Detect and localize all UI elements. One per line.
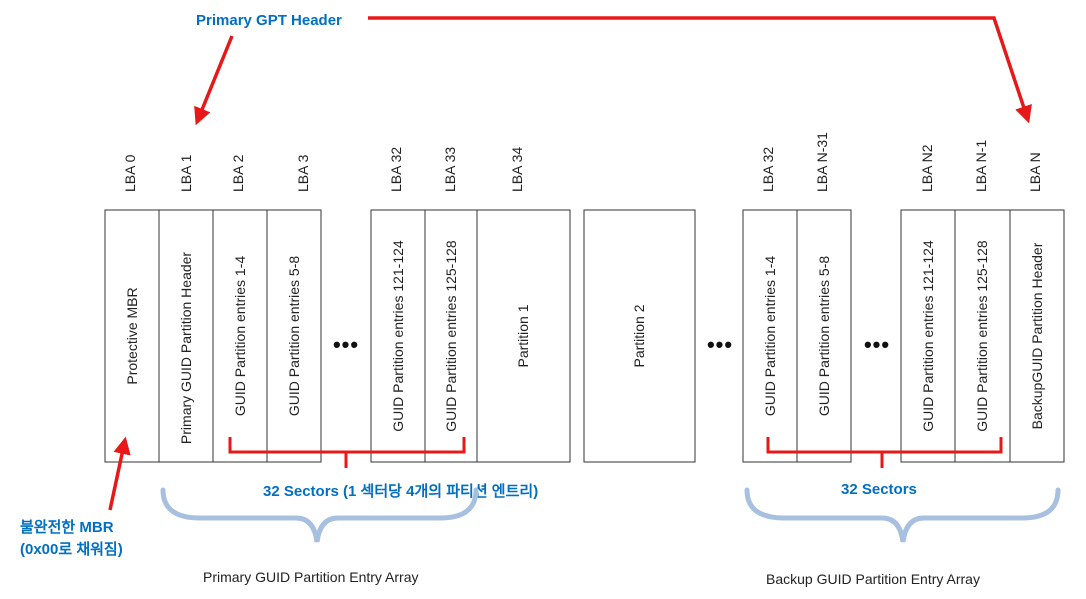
partition-2-block [583, 209, 696, 463]
entries-5-8-block [266, 209, 322, 463]
primary-header-label: Primary GUID Partition Header [178, 252, 194, 445]
lba-label-0: LBA 0 [122, 154, 138, 192]
mbr-note-line1: 불완전한 MBR [20, 519, 114, 536]
primary-array-brace [160, 487, 479, 543]
primary-sectors-label: 32 Sectors (1 섹터당 4개의 파티션 엔트리) [263, 482, 538, 500]
ellipsis-primary: ••• [333, 332, 359, 357]
backup-sectors-label: 32 Sectors [841, 481, 917, 498]
mbr-note-arrow [108, 436, 131, 511]
primary-header-block [158, 209, 214, 463]
lba-label-1: LBA 1 [178, 154, 194, 192]
entries-5-8-label: GUID Partition entries 5-8 [286, 256, 302, 416]
entries-125-128-block [424, 209, 478, 463]
backup-entries-1-4-block [742, 209, 798, 463]
primary-entries-red-bracket [228, 437, 466, 468]
mbr-note-line2: (0x00로 채워짐) [20, 540, 123, 558]
entries-1-4-block [212, 209, 268, 463]
entries-121-124-label: GUID Partition entries 121-124 [390, 240, 406, 432]
backup-entries-5-8-label: GUID Partition entries 5-8 [816, 256, 832, 416]
partition-1-block [476, 209, 571, 463]
lba-label-2: LBA 2 [230, 154, 246, 192]
protective-mbr-block [104, 209, 160, 463]
backup-array-caption: Backup GUID Partition Entry Array [766, 571, 980, 587]
ellipsis-between-partitions: ••• [707, 332, 733, 357]
entries-121-124-block [370, 209, 426, 463]
backup-entries-121-124-label: GUID Partition entries 121-124 [920, 240, 936, 432]
entries-1-4-label: GUID Partition entries 1-4 [232, 256, 248, 416]
header-arrow-to-backup [368, 16, 1032, 124]
primary-gpt-header-label: Primary GPT Header [196, 12, 342, 29]
partition-1-label: Partition 1 [515, 304, 531, 367]
backup-entries-5-8-block [796, 209, 852, 463]
backup-header-label: BackupGUID Partition Header [1029, 242, 1045, 429]
lba-label-n2: LBA N2 [919, 144, 935, 192]
backup-array-brace [744, 487, 1061, 543]
lba-label-n: LBA N [1027, 152, 1043, 192]
partition-2-label: Partition 2 [631, 304, 647, 367]
ellipsis-backup: ••• [864, 332, 890, 357]
backup-entries-red-bracket [766, 437, 1003, 468]
protective-mbr-label: Protective MBR [124, 287, 140, 384]
lba-label-33: LBA 33 [442, 147, 458, 192]
backup-entries-125-128-label: GUID Partition entries 125-128 [974, 240, 990, 432]
primary-array-caption: Primary GUID Partition Entry Array [203, 569, 419, 585]
header-arrow-to-primary [194, 35, 234, 126]
entries-125-128-label: GUID Partition entries 125-128 [443, 240, 459, 432]
lba-label-backup-32: LBA 32 [760, 147, 776, 192]
backup-entries-125-128-block [954, 209, 1011, 463]
backup-entries-1-4-label: GUID Partition entries 1-4 [762, 256, 778, 416]
backup-header-block [1009, 209, 1065, 463]
lba-label-n31: LBA N-31 [814, 132, 830, 192]
lba-label-34: LBA 34 [509, 147, 525, 192]
lba-label-3: LBA 3 [295, 154, 311, 192]
lba-label-n1: LBA N-1 [973, 140, 989, 192]
lba-label-32: LBA 32 [388, 147, 404, 192]
